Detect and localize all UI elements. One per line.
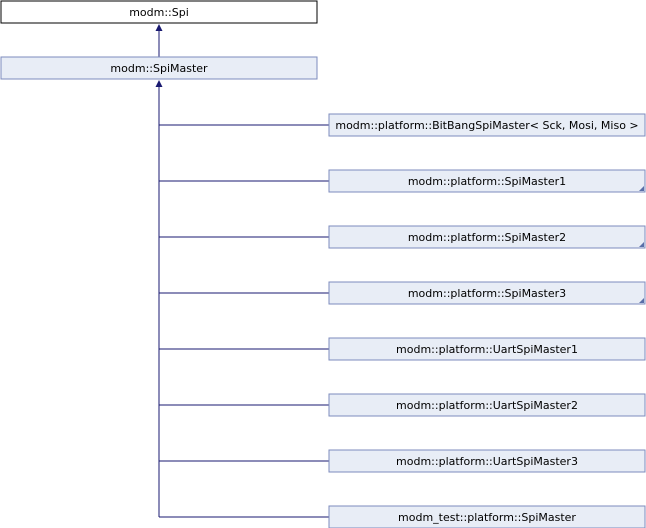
node-box xyxy=(328,393,646,417)
node-box xyxy=(328,505,646,528)
child-node[interactable]: modm::platform::SpiMaster3 xyxy=(328,281,646,305)
child-nodes: modm::platform::BitBangSpiMaster< Sck, M… xyxy=(328,113,646,528)
arrowhead xyxy=(155,24,163,31)
node-label: modm::platform::BitBangSpiMaster< Sck, M… xyxy=(335,119,638,132)
child-node[interactable]: modm::platform::BitBangSpiMaster< Sck, M… xyxy=(328,113,646,137)
node-label: modm::SpiMaster xyxy=(110,62,208,75)
edges xyxy=(155,24,329,518)
child-node[interactable]: modm_test::platform::SpiMaster xyxy=(328,505,646,528)
child-node[interactable]: modm::platform::SpiMaster1 xyxy=(328,169,646,193)
node-label: modm::platform::SpiMaster1 xyxy=(408,175,566,188)
node-box xyxy=(328,281,646,305)
child-node[interactable]: modm::platform::UartSpiMaster2 xyxy=(328,393,646,417)
node-label: modm::platform::UartSpiMaster3 xyxy=(396,455,578,468)
child-node[interactable]: modm::platform::SpiMaster2 xyxy=(328,225,646,249)
node-label: modm::platform::UartSpiMaster1 xyxy=(396,343,578,356)
node-label: modm::Spi xyxy=(129,6,189,19)
node-box xyxy=(0,56,318,80)
node-box xyxy=(328,337,646,361)
node-box xyxy=(328,449,646,473)
node-box xyxy=(328,225,646,249)
more-indicator-icon xyxy=(639,298,644,303)
child-node[interactable]: modm::platform::UartSpiMaster3 xyxy=(328,449,646,473)
node-label: modm::platform::SpiMaster3 xyxy=(408,287,566,300)
node-box xyxy=(328,113,646,137)
node-modm-spi[interactable]: modm::Spi xyxy=(0,0,318,24)
more-indicator-icon xyxy=(639,242,644,247)
arrowhead xyxy=(155,80,163,87)
node-label: modm_test::platform::SpiMaster xyxy=(398,511,576,524)
node-label: modm::platform::SpiMaster2 xyxy=(408,231,566,244)
node-label: modm::platform::UartSpiMaster2 xyxy=(396,399,578,412)
node-modm-spimaster[interactable]: modm::SpiMaster xyxy=(0,56,318,80)
node-box xyxy=(328,169,646,193)
node-box xyxy=(0,0,318,24)
child-node[interactable]: modm::platform::UartSpiMaster1 xyxy=(328,337,646,361)
more-indicator-icon xyxy=(639,186,644,191)
